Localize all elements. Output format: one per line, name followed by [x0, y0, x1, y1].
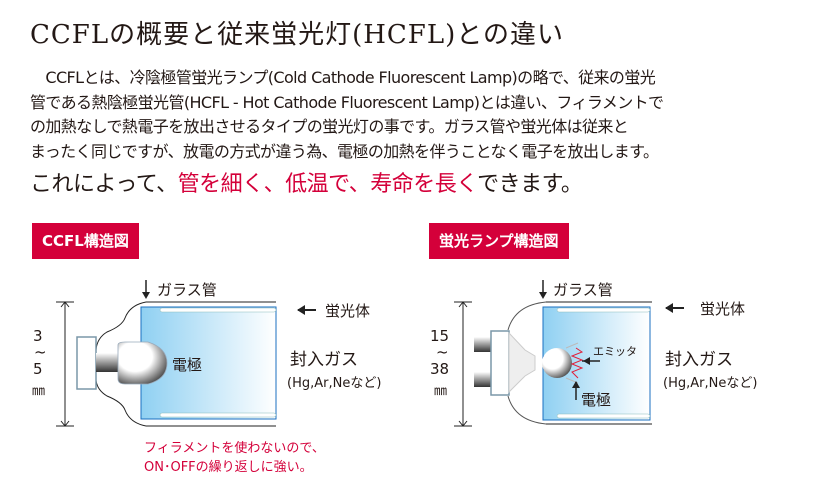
- hcfl-dim-unit: ㎜: [434, 384, 448, 399]
- lead-highlight: 管を細く、低温で、寿命を長く: [177, 172, 478, 197]
- ccfl-note-line: フィラメントを使わないので、: [144, 441, 325, 456]
- hcfl-emitter-label: エミッタ: [593, 345, 637, 358]
- ccfl-diagram: [56, 280, 316, 427]
- hcfl-gas-label: 封入ガス: [665, 350, 733, 370]
- ccfl-diagram-label: CCFL構造図: [32, 223, 139, 259]
- ccfl-glass-label: ガラス管: [157, 281, 217, 299]
- ccfl-gas-label: 封入ガス: [290, 350, 358, 370]
- paragraph-line: の加熱なしで熱電子を放出させるタイプの蛍光灯の事です。ガラス管や蛍光体は従来と: [30, 117, 629, 136]
- paragraph-line: 管である熱陰極蛍光管(HCFL - Hot Cathode Fluorescen…: [30, 92, 664, 112]
- intro-paragraph: CCFLとは、冷陰極管蛍光ランプ(Cold Cathode Fluorescen…: [30, 66, 664, 164]
- ccfl-dim-top: 3: [33, 327, 43, 345]
- ccfl-dim-tilde: ~: [34, 343, 47, 361]
- ccfl-note-line: ON･OFFの繰り返しに強い。: [144, 460, 313, 475]
- paragraph-line: CCFLとは、冷陰極管蛍光ランプ(Cold Cathode Fluorescen…: [30, 68, 656, 87]
- hcfl-dim-bottom: 38: [430, 360, 450, 378]
- hcfl-dim-top: 15: [430, 327, 450, 345]
- ccfl-dim-bottom: 5: [33, 360, 43, 378]
- lead-pre: これによって、: [30, 172, 178, 197]
- lead-post: できます。: [477, 172, 583, 197]
- hcfl-diagram: [454, 280, 684, 427]
- hcfl-glass-label: ガラス管: [553, 281, 613, 299]
- ccfl-gas-detail: (Hg,Ar,Neなど): [287, 376, 382, 391]
- hcfl-phosphor-label: 蛍光体: [700, 300, 746, 318]
- ccfl-dim-unit: ㎜: [32, 384, 46, 399]
- ccfl-phosphor-label: 蛍光体: [325, 302, 371, 320]
- ccfl-electrode-label: 電極: [172, 356, 203, 374]
- hcfl-electrode-label: 電極: [581, 391, 612, 409]
- hcfl-dim-tilde: ~: [436, 343, 449, 361]
- hcfl-diagram-label: 蛍光ランプ構造図: [429, 223, 569, 259]
- hcfl-gas-detail: (Hg,Ar,Neなど): [663, 376, 758, 391]
- paragraph-line: まったく同じですが、放電の方式が違う為、電極の加熱を伴うことなく電子を放出します…: [30, 141, 659, 161]
- page-title: CCFLの概要と従来蛍光灯(HCFL)との違い: [30, 20, 564, 50]
- lead-statement: これによって、管を細く、低温で、寿命を長くできます。: [30, 166, 583, 198]
